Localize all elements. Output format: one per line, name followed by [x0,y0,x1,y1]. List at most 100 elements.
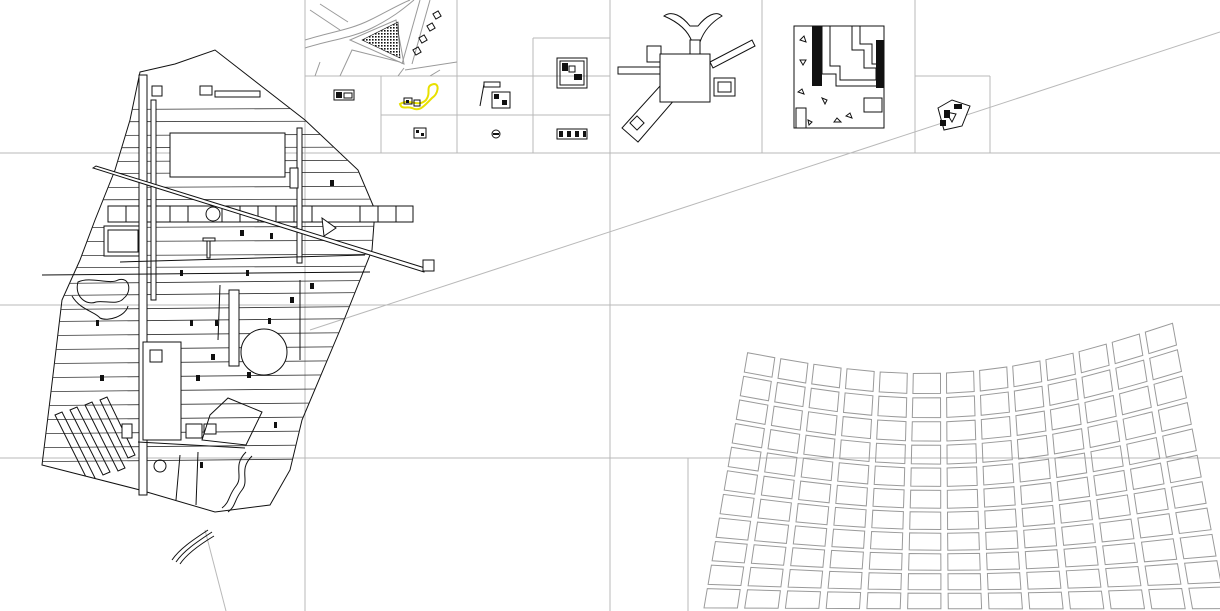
city-block [1016,434,1049,460]
city-block [872,487,905,509]
city-block [946,443,978,465]
city-block [866,592,902,610]
warped-street-grid [703,322,1220,610]
block [151,85,163,97]
city-block [777,358,809,384]
pavilion-core [659,53,711,103]
city-block [946,419,977,442]
city-block [825,591,862,610]
floor-plan-icon [479,81,511,109]
city-block [1175,507,1212,535]
city-block [1093,469,1128,496]
city-block [1056,476,1091,502]
city-block [947,532,980,551]
city-block [795,503,830,526]
city-block [1144,322,1178,355]
city-block [878,371,908,394]
city-block [723,470,759,495]
city-block [946,395,976,418]
city-block [1184,560,1220,585]
city-block [912,372,941,395]
city-block [1054,452,1088,479]
city-block [835,484,868,507]
site-boundary [41,49,376,513]
city-block [1013,385,1045,412]
city-block [985,551,1021,571]
city-block [947,573,982,591]
tower-block [228,289,240,367]
city-block [1049,403,1082,431]
city-block [910,444,942,465]
city-block [1047,378,1079,407]
city-block [869,530,904,551]
city-block [790,547,826,568]
city-block [805,411,838,436]
central-spine [138,74,148,496]
city-block [984,508,1018,530]
city-block [1179,533,1217,560]
city-block [985,530,1019,551]
city-block [784,590,822,609]
city-block [982,463,1015,486]
city-block [1126,436,1161,466]
round-plaza [240,328,288,376]
city-block [1108,589,1146,610]
city-block [1170,481,1207,509]
city-block [1111,333,1144,365]
city-block [844,368,875,392]
city-block [837,462,870,485]
city-block [792,525,828,547]
city-block [1090,445,1124,473]
city-block [909,489,942,509]
city-block [1084,394,1117,424]
city-block [908,552,942,571]
city-block [986,572,1022,591]
small-object-detail [937,99,971,131]
floor-plan-icon [556,128,588,140]
city-block [1115,359,1148,390]
city-block [1012,360,1043,388]
city-block [983,486,1016,508]
city-block [715,517,752,541]
city-block [798,480,832,504]
city-block [833,506,867,528]
city-block [877,395,908,418]
courtyard-square [103,225,143,257]
city-block [829,549,864,570]
city-block [1102,542,1138,566]
city-block [764,452,798,477]
master-plan-sheet [41,49,435,565]
city-block [1065,568,1102,589]
pavilion-plan-detail [617,13,756,143]
city-block [707,564,745,587]
city-block [947,592,983,610]
city-block [907,573,942,591]
city-block [1122,411,1157,441]
city-block [911,421,942,442]
city-block [1118,385,1152,416]
city-block [873,465,906,487]
city-block [839,439,871,463]
city-block [727,446,762,472]
city-block [757,498,792,522]
city-block [868,551,903,571]
city-block [867,572,902,591]
city-block [760,475,795,500]
city-block [980,415,1012,440]
city-block [1166,454,1202,484]
city-block [811,363,842,389]
city-block [1162,428,1197,458]
city-block [827,570,863,590]
thumbnail-building-plans [333,57,588,140]
pond [76,278,130,304]
city-block [1061,523,1096,546]
city-block [770,405,803,431]
city-block [910,467,942,487]
floor-plan-icon [556,57,588,89]
city-block [874,442,906,465]
city-block [1026,570,1062,590]
city-block [1188,586,1220,610]
city-block [747,566,784,588]
city-block [945,370,975,394]
